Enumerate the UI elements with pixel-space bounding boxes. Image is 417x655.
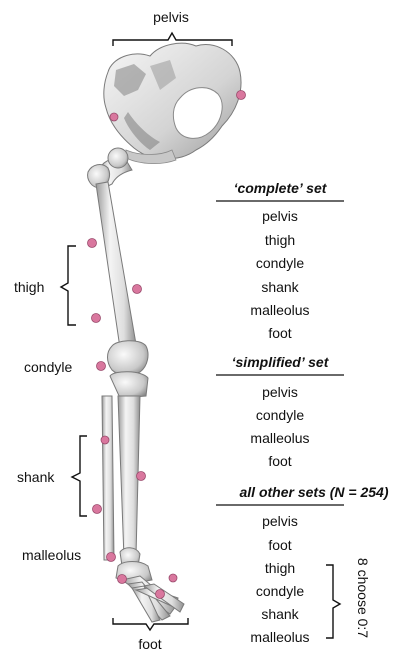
simplified-set-item: malleolus bbox=[250, 430, 309, 446]
shank-bones bbox=[102, 372, 148, 566]
other-sets-item: condyle bbox=[256, 583, 304, 599]
complete-set-title: ‘complete’ set bbox=[234, 180, 328, 196]
label-shank: shank bbox=[17, 469, 55, 485]
label-foot: foot bbox=[138, 636, 161, 652]
other-sets-item: thigh bbox=[265, 560, 295, 576]
marker-foot-toe-a bbox=[169, 574, 177, 582]
simplified-set-item: condyle bbox=[256, 407, 304, 423]
marker-foot-heel bbox=[118, 575, 127, 584]
other-sets-item: malleolus bbox=[250, 629, 309, 645]
marker-shank-upper bbox=[101, 436, 109, 444]
shank-bracket bbox=[72, 436, 87, 516]
combination-note: 8 choose 0:7 bbox=[355, 558, 371, 638]
simplified-set-title: ‘simplified’ set bbox=[232, 354, 330, 370]
femur-bone bbox=[88, 148, 148, 375]
complete-set-item: condyle bbox=[256, 255, 304, 271]
other-sets-title: all other sets (N = 254) bbox=[239, 484, 388, 500]
marker-thigh-upper bbox=[88, 239, 97, 248]
marker-condyle bbox=[97, 362, 106, 371]
simplified-set: ‘simplified’ set pelvis condyle malleolu… bbox=[216, 354, 344, 469]
complete-set-item: pelvis bbox=[262, 208, 298, 224]
marker-thigh-mid bbox=[133, 285, 142, 294]
simplified-set-item: foot bbox=[268, 453, 291, 469]
other-sets-item: shank bbox=[261, 606, 299, 622]
label-condyle: condyle bbox=[24, 359, 72, 375]
marker-pelvis-left bbox=[110, 113, 118, 121]
combination-bracket bbox=[326, 565, 340, 638]
pelvis-bone bbox=[104, 43, 241, 163]
complete-set-item: thigh bbox=[265, 232, 295, 248]
label-thigh: thigh bbox=[14, 279, 44, 295]
complete-set: ‘complete’ set pelvis thigh condyle shan… bbox=[216, 180, 344, 341]
other-sets-item: pelvis bbox=[262, 513, 298, 529]
label-malleolus: malleolus bbox=[22, 547, 81, 563]
marker-shank-mid bbox=[137, 472, 146, 481]
other-sets-item: foot bbox=[268, 537, 291, 553]
marker-malleolus bbox=[107, 553, 116, 562]
marker-thigh-lower bbox=[92, 314, 101, 323]
label-pelvis: pelvis bbox=[153, 9, 189, 25]
marker-shank-lower bbox=[93, 505, 102, 514]
marker-foot-toe-b bbox=[156, 590, 165, 599]
foot-bones bbox=[116, 562, 184, 623]
marker-pelvis-right bbox=[237, 91, 246, 100]
complete-set-item: foot bbox=[268, 325, 291, 341]
simplified-set-item: pelvis bbox=[262, 384, 298, 400]
complete-set-item: malleolus bbox=[250, 302, 309, 318]
complete-set-item: shank bbox=[261, 279, 299, 295]
thigh-bracket bbox=[61, 246, 76, 325]
